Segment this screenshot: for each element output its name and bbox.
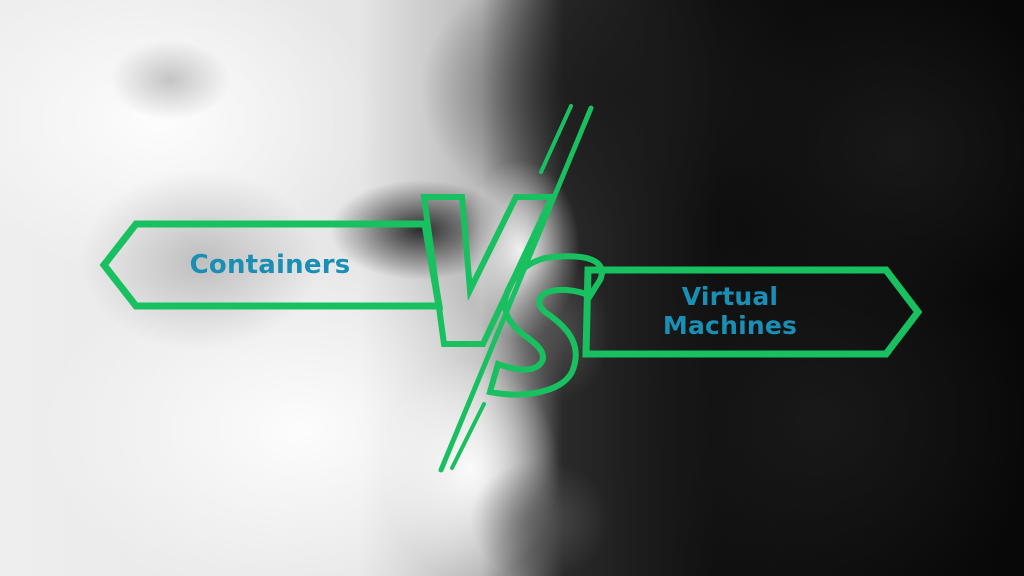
slash-line-short-bottom: [450, 402, 486, 470]
containers-label: Containers: [150, 248, 390, 282]
virtual-machines-label: Virtual Machines: [630, 282, 830, 340]
right-arrow-banner: [582, 266, 923, 358]
s-letter: [486, 253, 605, 398]
left-arrow-banner: [99, 220, 444, 310]
machines-text: Machines: [662, 311, 798, 340]
virtual-text: Virtual: [681, 282, 779, 311]
slash-line-long: [438, 105, 594, 473]
slash-line-short-top: [539, 104, 573, 174]
v-letter: [420, 194, 557, 347]
containers-text: Containers: [189, 250, 351, 280]
